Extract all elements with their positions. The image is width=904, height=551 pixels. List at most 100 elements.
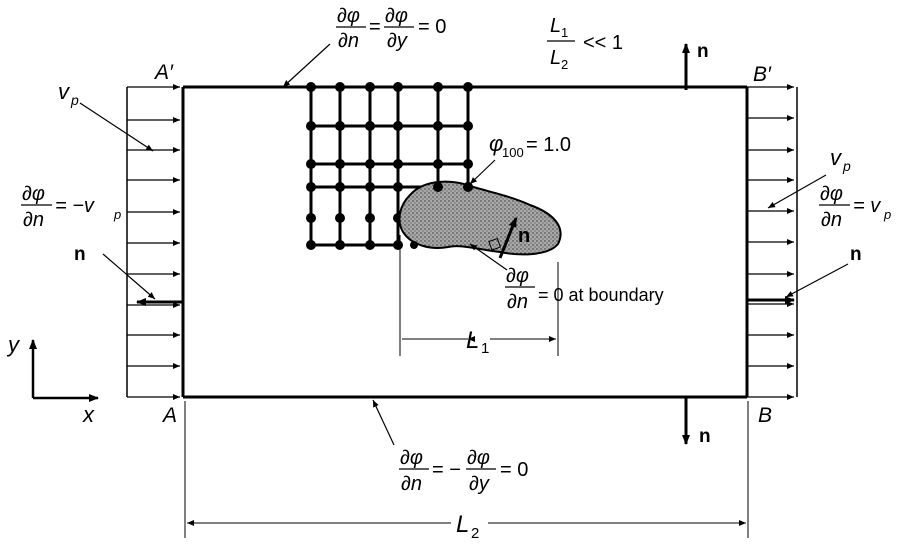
corner-label-bottom-left: A bbox=[161, 404, 177, 427]
immersed-body bbox=[398, 180, 562, 256]
svg-text:= −v: = −v bbox=[55, 195, 95, 217]
grid-node bbox=[335, 182, 345, 192]
grid-node bbox=[433, 121, 443, 131]
outlet-velocity-subscript: p bbox=[842, 158, 851, 174]
svg-text:∂φ: ∂φ bbox=[467, 447, 490, 469]
grid-node bbox=[410, 241, 418, 249]
svg-text:∂n: ∂n bbox=[338, 30, 359, 52]
svg-text:= v: = v bbox=[853, 195, 881, 217]
svg-text:p: p bbox=[883, 207, 891, 222]
grid-node bbox=[393, 182, 403, 192]
top-wall-pointer bbox=[282, 43, 331, 88]
grid-node bbox=[393, 121, 403, 131]
grid-nodes bbox=[306, 82, 473, 250]
domain-length-label: L bbox=[456, 511, 469, 538]
x-axis-label: x bbox=[82, 402, 95, 427]
left-normal-label: n bbox=[74, 244, 86, 265]
grid-node bbox=[365, 121, 375, 131]
svg-text:<< 1: << 1 bbox=[583, 32, 623, 54]
grid-node bbox=[365, 240, 375, 250]
svg-text:∂y: ∂y bbox=[469, 473, 490, 495]
body-length-label: L bbox=[466, 327, 479, 354]
corner-label-top-left: A′ bbox=[153, 61, 174, 84]
domain-length-subscript: 2 bbox=[471, 525, 479, 542]
right-angle-mark bbox=[488, 237, 502, 251]
svg-text:L: L bbox=[550, 47, 561, 69]
inlet-velocity-label: v bbox=[58, 79, 71, 104]
svg-text:2: 2 bbox=[561, 57, 568, 72]
grid-node bbox=[335, 159, 345, 169]
svg-text:= −: = − bbox=[432, 459, 461, 481]
svg-text:∂n: ∂n bbox=[821, 209, 842, 231]
svg-text:= 0 at boundary: = 0 at boundary bbox=[538, 285, 664, 305]
svg-text:p: p bbox=[113, 207, 121, 222]
corner-label-top-right: B′ bbox=[753, 63, 772, 86]
domain-length-dimension bbox=[184, 401, 749, 538]
svg-text:= 0: = 0 bbox=[418, 16, 446, 38]
body-normal-arrow bbox=[498, 217, 518, 259]
grid-node bbox=[365, 182, 375, 192]
svg-text:= 1.0: = 1.0 bbox=[526, 134, 571, 156]
grid-node bbox=[463, 82, 473, 92]
outlet-velocity-label: v bbox=[830, 145, 843, 170]
grid-node bbox=[335, 82, 345, 92]
body-normal-label: n bbox=[518, 225, 530, 247]
grid-node bbox=[463, 182, 473, 192]
svg-text:∂φ: ∂φ bbox=[337, 5, 360, 27]
grid-node bbox=[393, 240, 403, 250]
aspect-ratio-condition: L 1 L 2 << 1 bbox=[547, 15, 623, 72]
outlet-velocity-profile bbox=[747, 84, 798, 400]
grid-node bbox=[335, 240, 345, 250]
svg-text:=: = bbox=[369, 16, 381, 38]
grid-node bbox=[335, 213, 345, 223]
svg-text:∂φ: ∂φ bbox=[820, 183, 843, 205]
svg-text:100: 100 bbox=[502, 145, 524, 160]
bottom-normal-label: n bbox=[699, 426, 711, 447]
grid-node bbox=[463, 159, 473, 169]
y-axis-label: y bbox=[6, 332, 21, 357]
grid-node bbox=[306, 159, 316, 169]
inlet-velocity-pointer bbox=[79, 102, 154, 152]
grid-node bbox=[306, 240, 316, 250]
grid-node bbox=[306, 213, 316, 223]
corner-label-bottom-right: B bbox=[758, 404, 772, 427]
grid-node bbox=[335, 121, 345, 131]
grid-node bbox=[365, 159, 375, 169]
grid-node bbox=[393, 82, 403, 92]
node-value-pointer bbox=[469, 159, 496, 185]
outlet-velocity-pointer bbox=[767, 174, 827, 209]
grid-node bbox=[306, 82, 316, 92]
body-boundary-condition: ∂φ ∂n = 0 at boundary bbox=[505, 265, 664, 313]
grid-nodes-on-body bbox=[410, 182, 473, 249]
grid-node bbox=[393, 159, 403, 169]
coordinate-axes bbox=[29, 339, 99, 402]
svg-text:∂φ: ∂φ bbox=[506, 265, 529, 287]
bottom-wall-condition: ∂φ ∂n = − ∂φ ∂y = 0 bbox=[399, 447, 528, 495]
node-value-condition: φ 100 = 1.0 bbox=[489, 131, 571, 160]
grid-node bbox=[306, 182, 316, 192]
svg-text:L: L bbox=[550, 15, 561, 37]
body-length-dimension bbox=[399, 235, 559, 356]
grid-node bbox=[306, 121, 316, 131]
inlet-velocity-subscript: p bbox=[70, 92, 79, 108]
svg-text:∂n: ∂n bbox=[401, 473, 422, 495]
bottom-wall-pointer bbox=[372, 399, 395, 446]
body-boundary-pointer bbox=[469, 243, 508, 271]
svg-text:∂φ: ∂φ bbox=[385, 5, 408, 27]
body-length-subscript: 1 bbox=[481, 340, 489, 357]
left-normal-pointer bbox=[102, 253, 156, 300]
svg-text:∂n: ∂n bbox=[23, 209, 44, 231]
svg-text:1: 1 bbox=[561, 25, 568, 40]
right-normal-label: n bbox=[850, 244, 862, 265]
grid-node bbox=[433, 159, 443, 169]
top-normal-label: n bbox=[697, 41, 709, 62]
svg-text:∂φ: ∂φ bbox=[400, 447, 423, 469]
right-normal-pointer bbox=[785, 263, 849, 298]
svg-text:∂y: ∂y bbox=[387, 30, 408, 52]
grid-node bbox=[433, 182, 443, 192]
grid-node bbox=[365, 82, 375, 92]
inlet-condition: ∂φ ∂n = −v p bbox=[21, 183, 121, 231]
svg-text:φ: φ bbox=[489, 131, 503, 156]
svg-text:∂φ: ∂φ bbox=[22, 183, 45, 205]
